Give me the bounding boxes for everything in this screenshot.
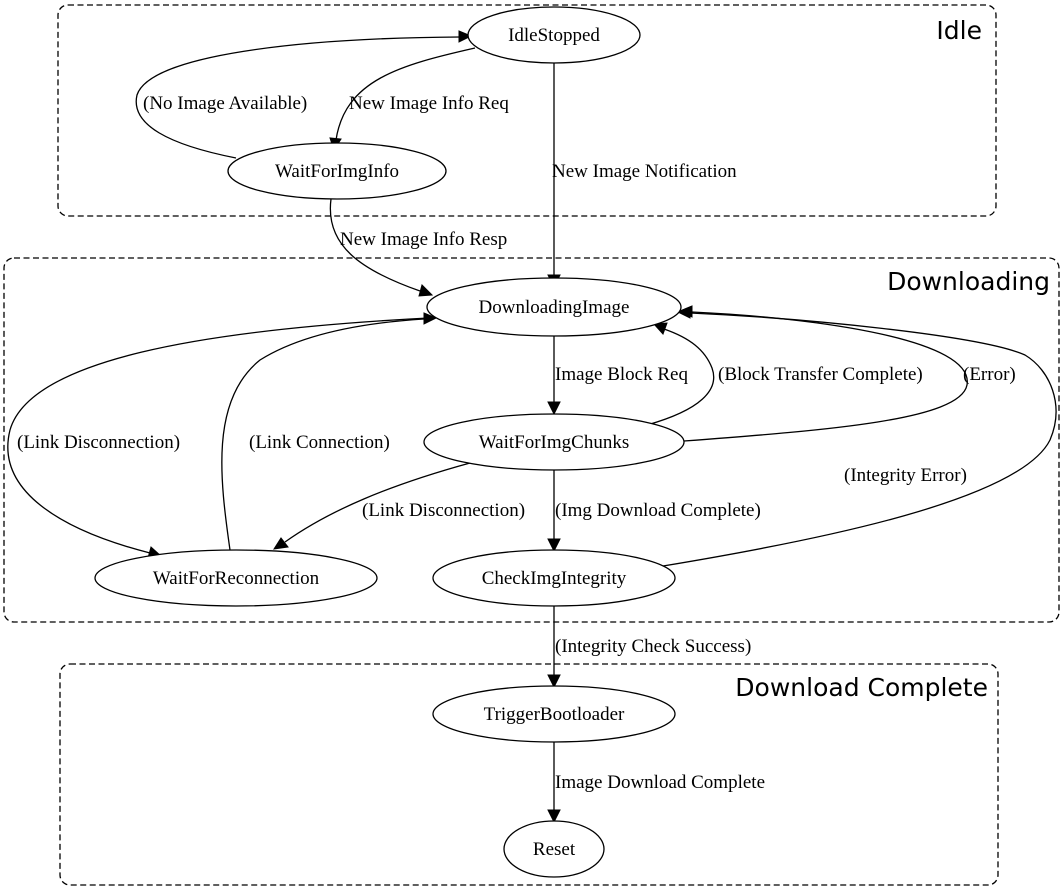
edge-integrity-check-success: (Integrity Check Success) [547, 606, 751, 689]
edge-label-link-disconnection-2: (Link Disconnection) [362, 500, 525, 521]
node-label-idle-stopped: IdleStopped [508, 25, 600, 46]
edge-new-image-info-resp: New Image Info Resp [329, 198, 507, 297]
edge-label-new-image-notification: New Image Notification [552, 161, 737, 182]
cluster-idle: Idle [57, 4, 997, 217]
node-check-img-integrity: CheckImgIntegrity [432, 549, 676, 607]
cluster-label-downloading: Downloading [887, 267, 1050, 296]
node-idle-stopped: IdleStopped [467, 6, 641, 64]
node-wait-for-reconnection: WaitForReconnection [94, 549, 378, 607]
edge-img-download-complete: (Img Download Complete) [547, 470, 761, 553]
edge-label-link-disconnection-1: (Link Disconnection) [17, 432, 180, 453]
node-trigger-bootloader: TriggerBootloader [432, 685, 676, 743]
edge-label-img-download-complete: (Img Download Complete) [555, 500, 761, 521]
edge-link-disconnection-2: (Link Disconnection) [272, 462, 525, 550]
node-downloading-image: DownloadingImage [426, 277, 682, 337]
edge-label-error: (Error) [963, 364, 1016, 385]
edge-integrity-error: (Integrity Error) [662, 306, 1057, 567]
edge-label-new-image-info-req: New Image Info Req [349, 93, 509, 114]
node-label-reset: Reset [533, 839, 576, 860]
node-label-wait-for-img-chunks: WaitForImgChunks [479, 432, 629, 453]
edge-label-no-image-available: (No Image Available) [143, 93, 307, 114]
edge-link-connection: (Link Connection) [221, 312, 438, 551]
node-wait-for-img-chunks: WaitForImgChunks [423, 413, 685, 471]
node-label-wait-for-reconnection: WaitForReconnection [153, 568, 320, 589]
edge-label-image-download-complete: Image Download Complete [555, 772, 765, 793]
edge-image-download-complete: Image Download Complete [547, 742, 765, 824]
edge-no-image-available: (No Image Available) [135, 30, 473, 159]
node-label-check-img-integrity: CheckImgIntegrity [482, 568, 627, 589]
node-reset: Reset [503, 820, 605, 878]
edge-label-link-connection: (Link Connection) [249, 432, 390, 453]
node-wait-for-img-info: WaitForImgInfo [227, 142, 447, 200]
cluster-download-complete: Download Complete [59, 663, 999, 886]
edge-new-image-notification: New Image Notification [547, 63, 737, 289]
edge-image-block-req: Image Block Req [547, 336, 688, 416]
cluster-label-idle: Idle [936, 16, 982, 45]
edge-label-new-image-info-resp: New Image Info Resp [340, 229, 507, 250]
node-label-trigger-bootloader: TriggerBootloader [484, 704, 625, 725]
node-label-wait-for-img-info: WaitForImgInfo [275, 161, 399, 182]
edge-new-image-info-req: New Image Info Req [329, 47, 509, 152]
edge-label-block-transfer-complete: (Block Transfer Complete) [718, 364, 923, 385]
edge-block-transfer-complete: (Block Transfer Complete) [646, 322, 923, 426]
node-label-downloading-image: DownloadingImage [479, 297, 630, 318]
edge-link-disconnection-1: (Link Disconnection) [7, 317, 429, 559]
cluster-label-download-complete: Download Complete [735, 673, 988, 702]
cluster-downloading: Downloading [3, 257, 1060, 623]
edge-label-integrity-check-success: (Integrity Check Success) [555, 636, 751, 657]
edge-label-image-block-req: Image Block Req [555, 364, 688, 385]
edge-label-integrity-error: (Integrity Error) [844, 465, 967, 486]
